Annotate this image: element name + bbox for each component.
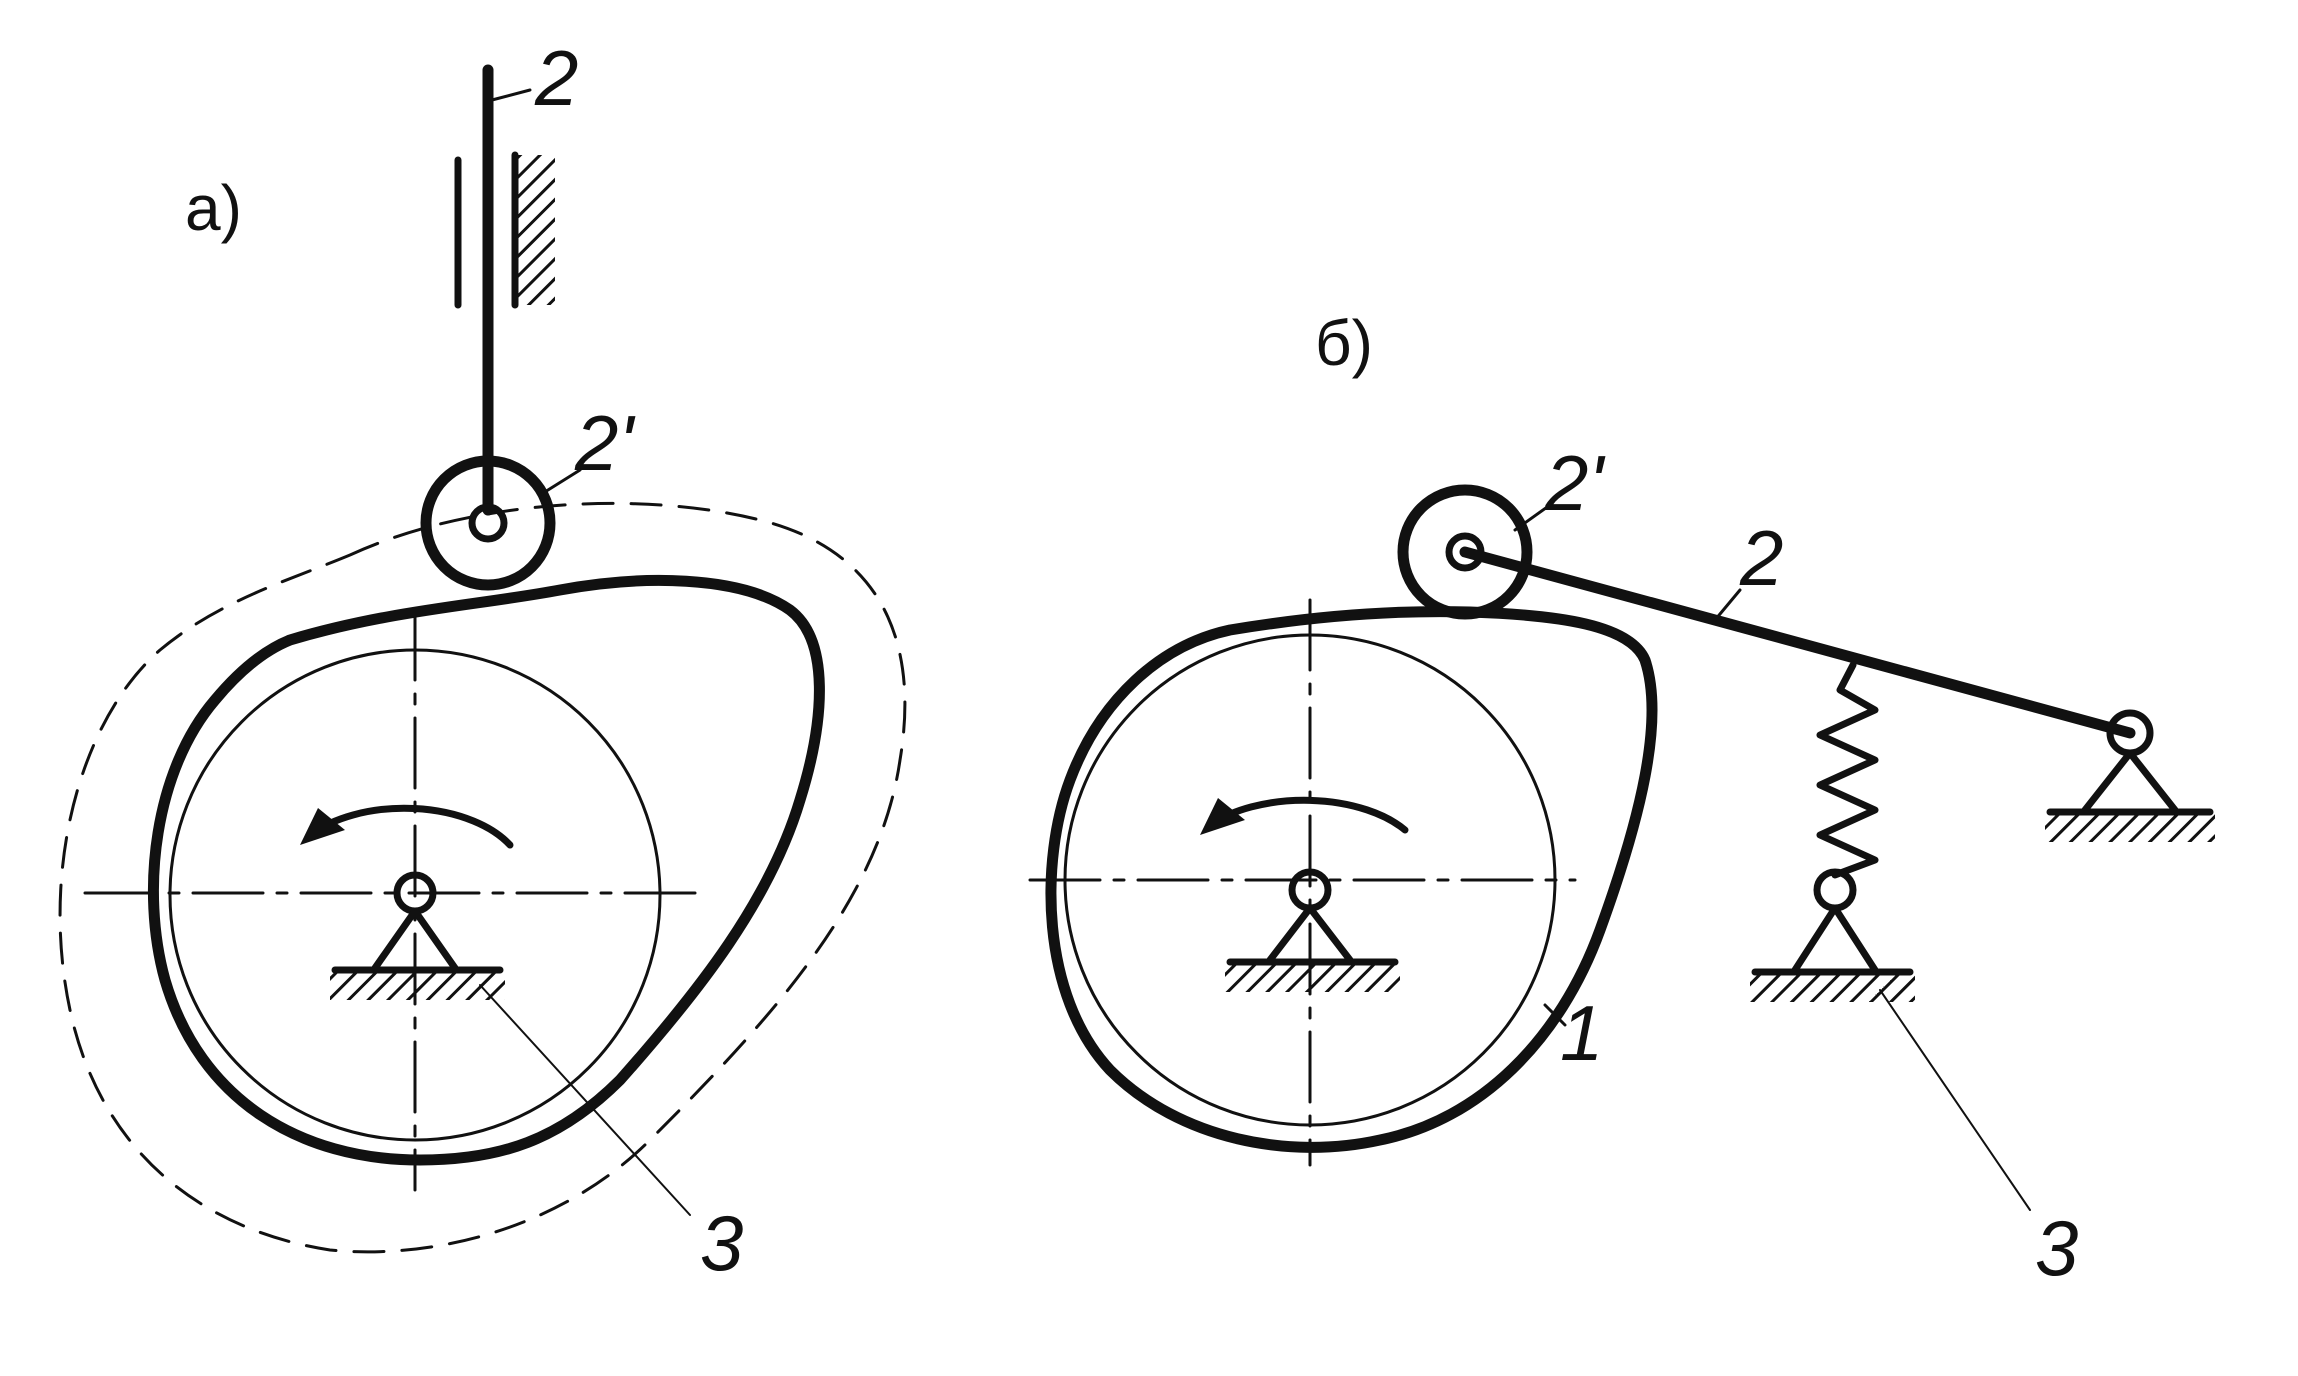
panel-b-label: б): [1315, 307, 1373, 379]
panel-b: б) 1 2' 2: [1028, 307, 2215, 1292]
spring-b: [1816, 661, 1879, 879]
roller-b: [1397, 484, 1533, 620]
rocker-ground-hatch: [2045, 814, 2215, 842]
rocker-support-b: [2081, 749, 2179, 814]
pivot-support-b: [1266, 904, 1354, 964]
label-roller-b: 2': [1544, 439, 1606, 527]
ground-hatch-a: [330, 972, 505, 1000]
spring-support-b: [1791, 904, 1879, 974]
cam-profile-a: [148, 575, 825, 1166]
rocker-arm-b: [1459, 546, 2136, 739]
guide-hatch: [515, 155, 555, 305]
label-follower-a: 2: [534, 34, 578, 122]
rotation-arrow-b: [1206, 796, 1409, 834]
leader-follower-b: [1713, 588, 1742, 622]
label-follower-b: 2: [1739, 514, 1783, 602]
leader-cam-b: [1543, 1003, 1567, 1027]
roller-a: [420, 455, 556, 591]
leader-support-a: [479, 984, 691, 1216]
label-support-a: 3: [700, 1199, 743, 1287]
label-cam-b: 1: [1560, 989, 1603, 1077]
leader-roller-b: [1513, 503, 1552, 532]
panel-a: a) 2 2' 3: [58, 34, 907, 1287]
arrowhead-a: [300, 808, 345, 845]
panel-a-label: a): [185, 172, 242, 244]
label-roller-a: 2': [574, 399, 636, 487]
spring-ground-hatch: [1750, 974, 1915, 1002]
roller-pin-a: [468, 503, 508, 543]
pivot-support-a: [371, 907, 459, 972]
leader-follower-a: [490, 88, 532, 102]
label-support-b: 3: [2035, 1204, 2078, 1292]
leader-support-b: [1879, 989, 2031, 1211]
arrowhead-b: [1200, 798, 1245, 835]
pitch-curve-a: [58, 501, 907, 1254]
leader-roller-a: [538, 468, 582, 497]
cam-profile-b: [1045, 606, 1658, 1153]
ground-hatch-b: [1225, 964, 1400, 992]
